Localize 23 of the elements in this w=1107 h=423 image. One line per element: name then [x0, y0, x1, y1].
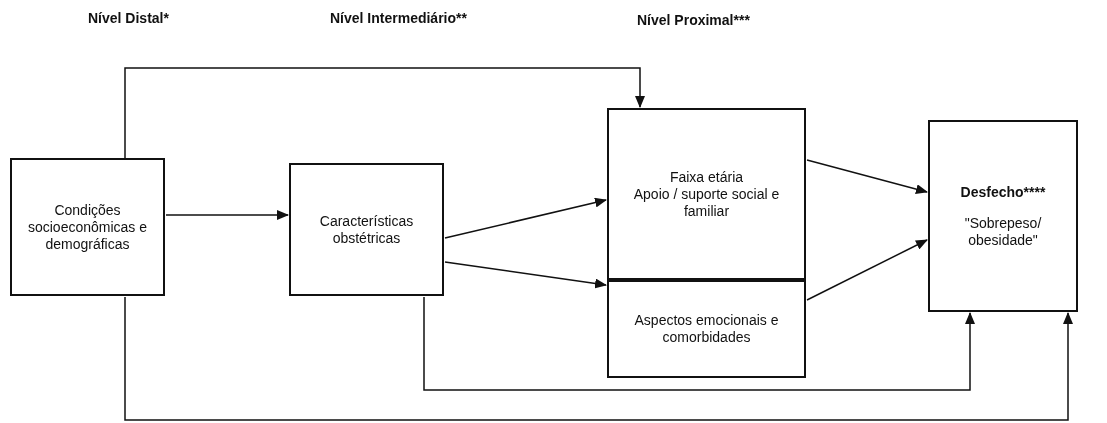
- box-text: "Sobrepeso/ obesidade": [963, 214, 1043, 249]
- box-text: Condições socioeconômicas e demográficas: [26, 201, 149, 253]
- arrow: [124, 296, 1073, 421]
- arrow: [423, 296, 975, 391]
- box-text: Faixa etária: [669, 168, 744, 186]
- process-box: [607, 108, 806, 280]
- arrow: [165, 210, 289, 220]
- level-heading: Nível Proximal***: [637, 12, 750, 28]
- box-text: Apoio / suporte social e familiar: [633, 185, 780, 220]
- arrow: [806, 159, 928, 194]
- arrow: [806, 239, 928, 301]
- arrow: [124, 67, 645, 159]
- box-text: Desfecho****: [960, 183, 1046, 201]
- level-heading: Nível Intermediário**: [330, 10, 467, 26]
- arrow: [444, 197, 607, 239]
- process-box: [928, 120, 1078, 312]
- box-text: Características obstétricas: [318, 212, 415, 247]
- box-text: Aspectos emocionais e comorbidades: [633, 312, 780, 346]
- process-box: [607, 280, 806, 378]
- arrow: [444, 261, 607, 289]
- process-box: [10, 158, 165, 296]
- process-box: [289, 163, 444, 296]
- level-heading: Nível Distal*: [88, 10, 169, 26]
